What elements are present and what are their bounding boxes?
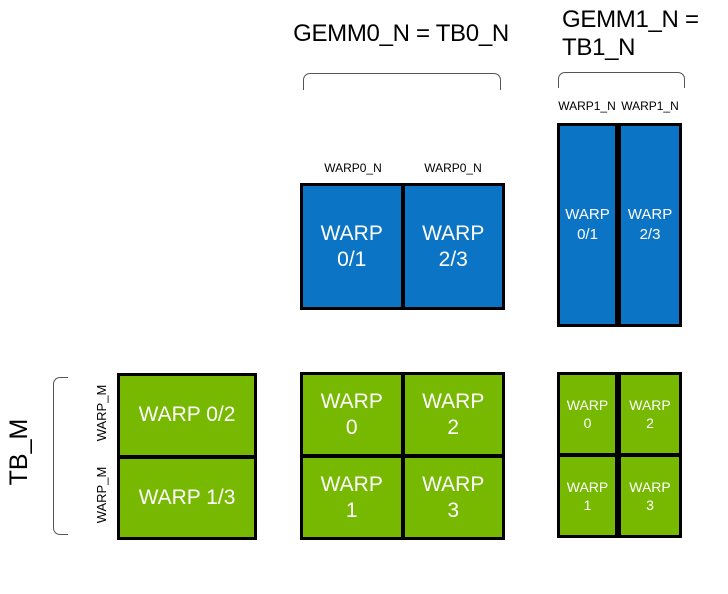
warp-cell-23: WARP 2/3 bbox=[621, 126, 679, 324]
warp-cell-line2: 3 bbox=[447, 498, 460, 522]
warp-cell-line2: 0 bbox=[345, 415, 358, 439]
warp-cell-line1: WARP bbox=[422, 221, 485, 245]
warp1-n-label-left: WARP1_N bbox=[558, 99, 616, 113]
warp-cell-3: WARP 3 bbox=[404, 458, 502, 537]
warp-cell-1: WARP 1 bbox=[560, 457, 615, 535]
warp-cell-1: WARP 1 bbox=[303, 458, 401, 537]
warp-cell-0: WARP 0 bbox=[560, 375, 615, 453]
warp-cell-line2: 1 bbox=[583, 497, 592, 513]
warp-m-label-bottom: WARP_M bbox=[94, 466, 109, 524]
warp-cell-3: WARP 3 bbox=[621, 457, 679, 535]
blue-tall-box-left: WARP 0/1 bbox=[557, 123, 618, 327]
warp-cell-line1: WARP bbox=[320, 221, 383, 245]
warp-cell-line2: 1 bbox=[345, 498, 358, 522]
warp-cell-line1: WARP bbox=[422, 389, 485, 413]
gemm1-n-title-line2: TB1_N bbox=[562, 34, 636, 61]
warp-cell-line1: WARP bbox=[629, 479, 671, 495]
green-left-box: WARP 0/2 WARP 1/3 bbox=[117, 373, 257, 540]
warp-cell-line1: WARP bbox=[565, 206, 610, 223]
blue-wide-box: WARP 0/1 WARP 2/3 bbox=[300, 183, 505, 310]
warp-cell-01: WARP 0/1 bbox=[560, 126, 615, 324]
green-right-col-left: WARP 0 WARP 1 bbox=[557, 372, 618, 538]
green-right-col-right: WARP 2 WARP 3 bbox=[618, 372, 682, 538]
warp-cell-2: WARP 2 bbox=[621, 375, 679, 453]
warp-cell-line2: 2/3 bbox=[639, 226, 661, 243]
warp-cell-line1: WARP bbox=[320, 472, 383, 496]
warp-cell-line1: WARP bbox=[422, 472, 485, 496]
warp-cell-line1: WARP bbox=[566, 479, 609, 495]
warp-cell-line1: WARP bbox=[320, 389, 383, 413]
warp-cell-23: WARP 2/3 bbox=[404, 186, 502, 307]
warp-cell-line2: 3 bbox=[646, 497, 654, 513]
warp-cell-line1: WARP 0/2 bbox=[138, 403, 236, 427]
warp-cell-line2: 0 bbox=[583, 415, 592, 431]
warp-cell-13: WARP 1/3 bbox=[120, 458, 254, 537]
gemm1-n-title: GEMM1_N = TB1_N bbox=[562, 6, 702, 62]
tb-m-bracket bbox=[53, 377, 68, 535]
warp-cell-line1: WARP 1/3 bbox=[138, 485, 236, 509]
blue-tall-box-right: WARP 2/3 bbox=[618, 123, 682, 327]
warp-cell-line1: WARP bbox=[629, 397, 671, 413]
warp-m-label-top: WARP_M bbox=[94, 384, 109, 442]
warp-cell-line2: 0/1 bbox=[577, 226, 598, 243]
warp-cell-2: WARP 2 bbox=[404, 375, 502, 454]
warp-cell-line2: 2 bbox=[447, 415, 460, 439]
warp-cell-line1: WARP bbox=[627, 206, 673, 223]
warp-cell-line2: 0/1 bbox=[337, 247, 367, 271]
gemm0-n-title: GEMM0_N = TB0_N bbox=[293, 20, 509, 47]
warp0-n-label-left: WARP0_N bbox=[324, 161, 382, 175]
warp-cell-02: WARP 0/2 bbox=[120, 376, 254, 455]
gemm0-n-bracket bbox=[303, 73, 501, 90]
warp-cell-01: WARP 0/1 bbox=[303, 186, 401, 307]
warp0-n-label-right: WARP0_N bbox=[424, 161, 482, 175]
warp1-n-label-right: WARP1_N bbox=[621, 99, 679, 113]
warp-cell-line1: WARP bbox=[566, 397, 609, 413]
gemm1-n-title-line1: GEMM1_N = bbox=[562, 6, 699, 33]
warp-cell-line2: 2/3 bbox=[438, 247, 468, 271]
gemm1-n-bracket bbox=[558, 72, 685, 88]
green-center-grid: WARP 0 WARP 2 WARP 1 WARP 3 bbox=[300, 372, 505, 540]
warp-cell-line2: 2 bbox=[646, 415, 654, 431]
warp-cell-0: WARP 0 bbox=[303, 375, 401, 454]
tb-m-label: TB_M bbox=[5, 418, 33, 486]
